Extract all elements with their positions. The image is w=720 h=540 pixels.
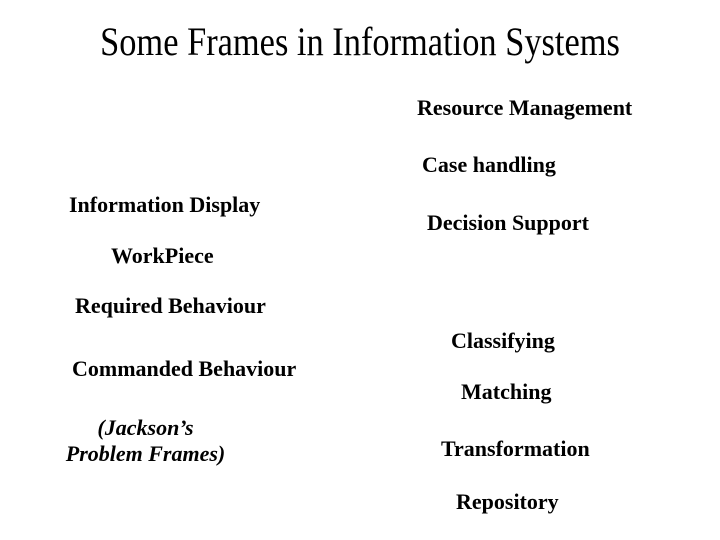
frame-label-resource-management: Resource Management bbox=[417, 95, 633, 120]
jackson-attribution-line-1: (Jackson’s bbox=[97, 415, 194, 440]
frame-label-transformation: Transformation bbox=[441, 436, 590, 461]
frame-label-information-display: Information Display bbox=[69, 192, 261, 217]
frame-label-required-behaviour: Required Behaviour bbox=[75, 293, 266, 318]
jackson-attribution-line-2: Problem Frames) bbox=[65, 441, 226, 466]
frame-label-commanded-behaviour: Commanded Behaviour bbox=[72, 356, 297, 381]
frame-label-decision-support: Decision Support bbox=[427, 210, 589, 235]
frame-label-repository: Repository bbox=[456, 489, 559, 514]
frame-label-classifying: Classifying bbox=[451, 328, 555, 353]
frame-label-matching: Matching bbox=[461, 379, 552, 404]
frame-label-jackson-attribution: (Jackson’s Problem Frames) bbox=[43, 415, 248, 467]
frame-label-workpiece: WorkPiece bbox=[111, 243, 214, 268]
frame-label-case-handling: Case handling bbox=[422, 152, 556, 177]
page-title: Some Frames in Information Systems bbox=[100, 19, 620, 64]
